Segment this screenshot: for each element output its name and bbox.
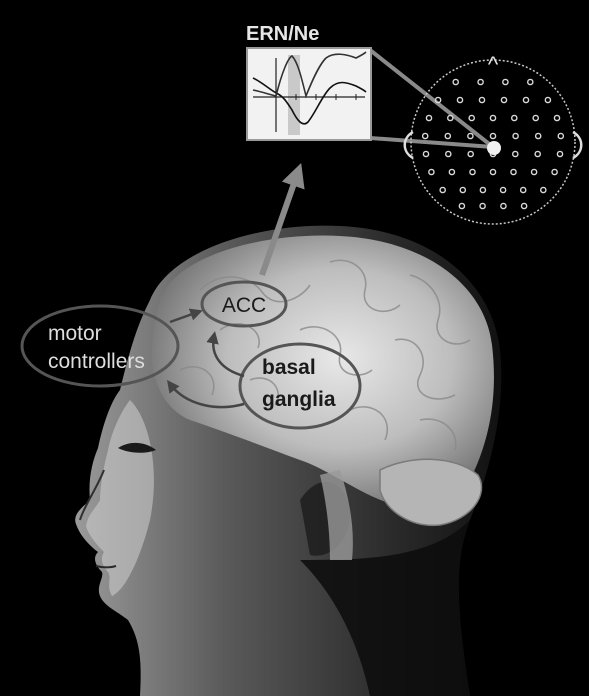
- acc-label: ACC: [222, 294, 266, 317]
- basal-label-line2: ganglia: [262, 388, 336, 411]
- nose-marker: ^: [488, 52, 499, 77]
- erp-title: ERN/Ne: [246, 23, 319, 45]
- highlighted-electrode: [487, 141, 501, 155]
- motor-label-line2: controllers: [48, 350, 145, 373]
- motor-label-line1: motor: [48, 322, 102, 345]
- basal-label-line1: basal: [262, 356, 316, 379]
